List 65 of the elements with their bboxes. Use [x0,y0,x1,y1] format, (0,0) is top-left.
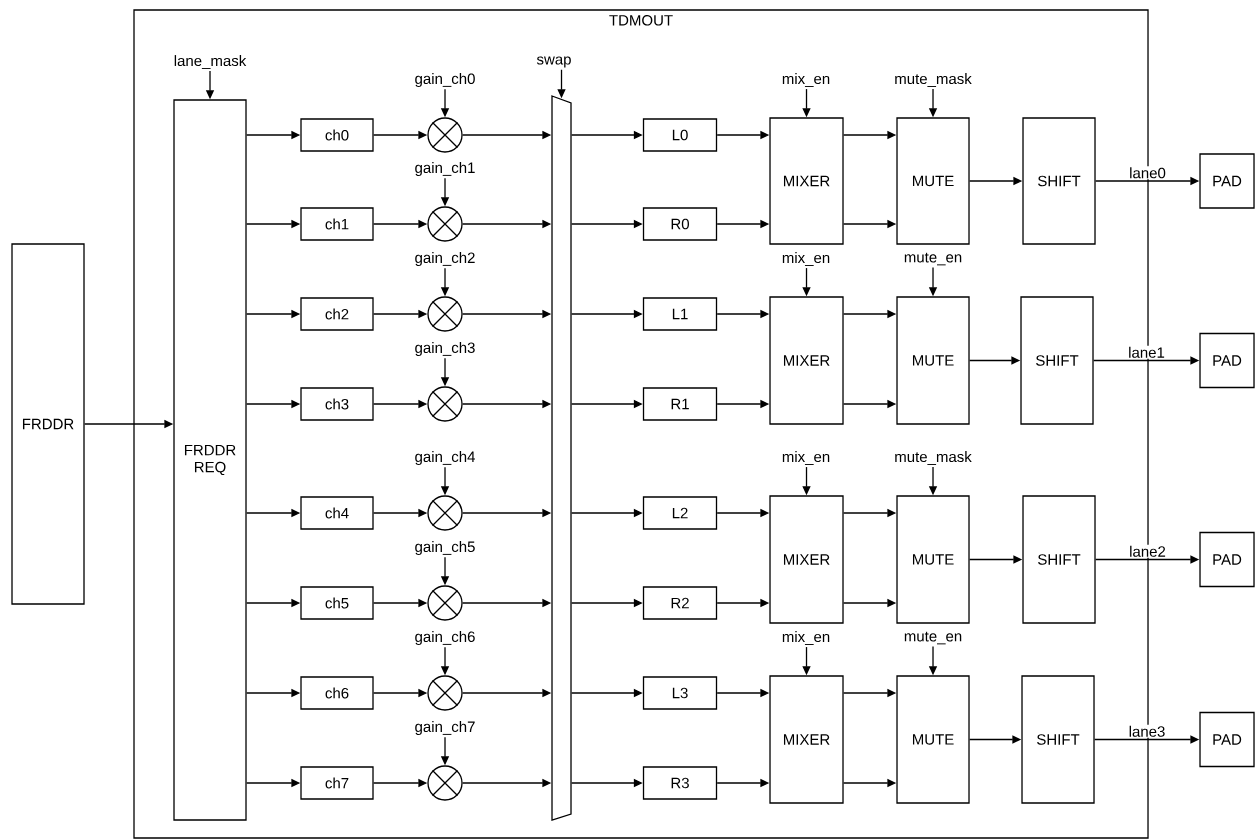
block-box: L3 [642,676,718,710]
block-box: PAD [1199,332,1255,389]
block-box: ch3 [300,387,374,421]
block-box: ch5 [300,586,374,620]
signal-label: gain_ch1 [415,162,475,176]
multiplier-symbol [427,117,463,153]
multiplier-symbol [427,765,463,801]
block-box: ch1 [300,207,374,241]
block-box: MUTE [896,117,970,245]
block-box: SHIFT [1021,675,1095,804]
block-box: L0 [642,118,718,152]
signal-label: mute_en [904,252,962,266]
signal-label: mix_en [782,73,830,87]
block-box: R2 [642,586,718,620]
signal-label: gain_ch0 [415,73,475,87]
signal-label: gain_ch2 [415,252,475,266]
signal-label: swap [536,56,571,68]
edge-label: lane3 [1127,724,1167,738]
block-box: PAD [1199,153,1255,209]
signal-label: gain_ch6 [415,631,475,645]
block-box: L2 [642,496,718,530]
block-box: MUTE [896,495,970,624]
signal-label: mix_en [782,252,830,266]
multiplier-symbol [427,296,463,332]
signal-label: gain_ch5 [415,541,475,555]
multiplier-symbol [427,386,463,422]
mux-trapezoid [551,95,572,821]
block-box: MIXER [769,296,844,425]
block-box: SHIFT [1022,117,1096,245]
signal-label: lane_mask [174,55,247,69]
block-box: ch6 [300,676,374,710]
block-box: ch7 [300,766,374,800]
edge-label: lane0 [1128,166,1167,180]
signal-label: gain_ch3 [415,342,475,356]
multiplier-symbol [427,495,463,531]
signal-label: gain_ch7 [415,721,475,735]
signal-label: gain_ch4 [415,451,475,465]
block-box: FRDDR REQ [173,99,247,821]
block-box: PAD [1199,531,1255,588]
block-box: MIXER [769,675,844,804]
block-box: R1 [642,387,718,421]
block-box: R3 [642,766,718,800]
block-box: PAD [1199,711,1255,768]
edge-label: lane1 [1127,345,1166,359]
block-box: ch0 [300,118,374,152]
signal-label: mute_mask [895,451,972,465]
signal-label: mix_en [782,631,830,645]
block-box: MUTE [896,296,970,425]
block-box: MUTE [896,675,970,804]
signal-label: mute_mask [895,73,972,87]
signal-label: mix_en [782,451,830,465]
block-box: ch4 [300,496,374,530]
signal-label: mute_en [904,631,962,645]
multiplier-symbol [427,206,463,242]
edge-label: lane2 [1128,544,1167,558]
block-box: MIXER [769,117,844,245]
block-box: L1 [642,297,718,331]
block-box: R0 [642,207,718,241]
block-box: MIXER [769,495,844,624]
block-box: SHIFT [1022,495,1096,624]
block-box: ch2 [300,297,374,331]
multiplier-symbol [427,585,463,621]
block-box: FRDDR [11,243,85,605]
block-box: SHIFT [1020,296,1094,425]
multiplier-symbol [427,675,463,711]
